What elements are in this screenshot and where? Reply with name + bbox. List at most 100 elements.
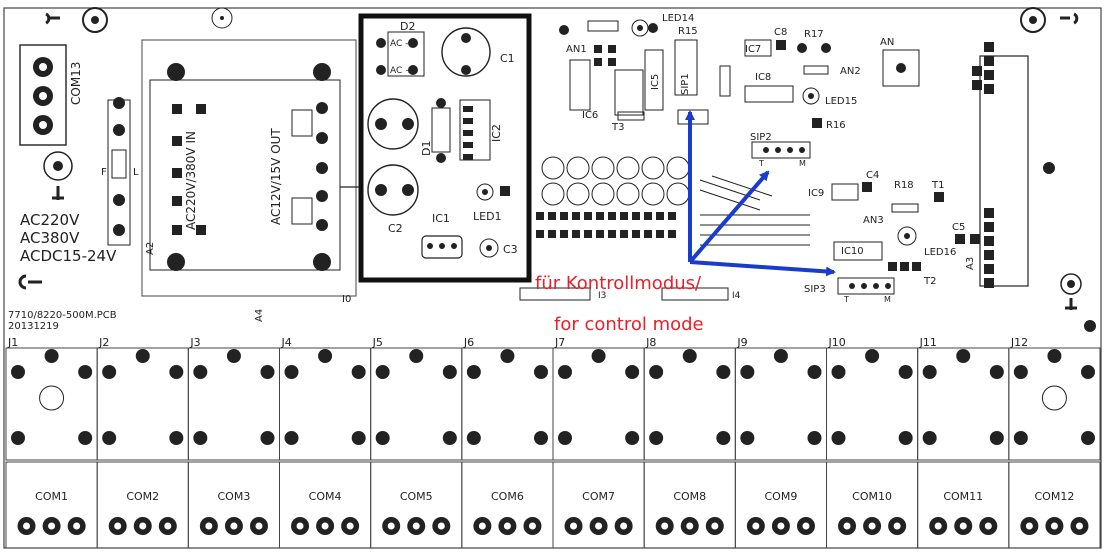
relay-pin [831,365,846,379]
terminal-screw-center [620,522,628,530]
ac380v-label: AC380V [20,229,80,247]
terminal-screw-center [503,522,511,530]
terminal-outline [461,461,554,549]
pcb-date: 20131219 [8,321,59,332]
terminal-screw-center [73,522,81,530]
connector-j-label: J5 [372,336,383,349]
ic5-label: IC5 [650,74,661,90]
relay-outline [1008,347,1101,461]
sip3-m-label: M [884,295,891,304]
i3-label: I3 [598,291,606,301]
connector-j-label: J2 [98,336,109,349]
connector-j-label: J6 [463,336,474,349]
relay-pin [260,365,275,379]
terminal-screw-center [843,522,851,530]
connector-com-label: COM9 [765,490,798,503]
an1-label: AN1 [566,44,587,55]
relay-pin [466,431,481,445]
relay-pin [11,431,25,445]
led14-label: LED14 [662,13,694,24]
mounting-hole-top-left [82,7,108,33]
terminal-screw-center [711,522,719,530]
r17-label: R17 [804,29,824,40]
relay-pin [807,365,822,379]
relay-pin [558,365,572,379]
relay-pin [466,365,481,379]
mounting-hole-top-mid [211,7,233,29]
r16-label: R16 [826,120,846,131]
a3-label: A3 [965,257,976,270]
connector-com-label: COM12 [1035,490,1075,503]
com13-terminal: COM13 [19,44,83,146]
relay-pin [375,365,390,379]
relay-pin [534,431,548,445]
c2-label: C2 [388,222,403,235]
terminal-screw-center [346,522,354,530]
terminal-screw-center [595,522,603,530]
an2-label: AN2 [840,66,861,77]
relay-pin [1013,431,1028,445]
connector-com-label: COM2 [126,490,159,503]
i4-label: I4 [732,291,741,301]
fuse-f-label: F [101,167,107,178]
led1-label: LED1 [473,210,502,223]
relay-pin [649,431,664,445]
t1-label: T1 [931,180,944,191]
arrow-to-sip3 [689,260,836,277]
an-label: AN [880,37,894,48]
relay-pin [169,365,184,379]
com13-label: COM13 [69,62,83,105]
ic2-label: IC2 [490,124,503,142]
terminal-outline [96,461,189,549]
terminal-outline [370,461,463,549]
arrow-to-sip2 [688,170,770,264]
relay-pin [409,349,424,363]
relay-pin [716,365,731,379]
terminal-screw-center [205,522,213,530]
relay-pin [831,431,846,445]
relay-pin [284,365,299,379]
terminal-outline [5,461,98,549]
relay-pin [260,431,275,445]
transformer-out-label: AC12V/15V OUT [269,128,283,225]
terminal-screw-center [934,522,942,530]
r18-label: R18 [894,180,914,191]
annotation-line2: for control mode [554,314,704,335]
sip2-t-label: T [758,159,764,168]
connector-com-label: COM1 [35,490,68,503]
connector-com-label: COM4 [309,490,342,503]
terminal-screw-center [387,522,395,530]
terminal-outline [279,461,372,549]
relay-pin [102,365,117,379]
terminal-screw-center [1075,522,1083,530]
relay-pin [898,431,913,445]
relay-pin [351,365,366,379]
c4-label: C4 [866,170,879,181]
annotation-line1: für Kontrollmodus/ [535,273,702,294]
terminal-screw-center [893,522,901,530]
a2-label: A2 [145,242,156,255]
relay-pin [193,431,208,445]
connector-j-label: J8 [645,336,656,349]
terminal-screw-center [777,522,785,530]
sip3-label: SIP3 [804,284,826,295]
terminal-screw-center [437,522,445,530]
relay-pin [740,365,755,379]
component-cluster: AN1 IC6 IC5 LED14 R15 SIP1 T3 IC7 C8 R17… [519,13,965,304]
terminal-outline [187,461,280,549]
relay-pin [351,431,366,445]
connector-j-label: J3 [189,336,200,349]
terminal-outline [552,461,645,549]
terminal-screw-center [321,522,329,530]
connector-com-label: COM10 [852,490,892,503]
transformer-in-label: AC220V/380V IN [184,131,198,230]
c1-label: C1 [500,52,515,65]
relay-pin [922,365,937,379]
relay-pin [1081,431,1095,445]
an3-label: AN3 [863,215,884,226]
